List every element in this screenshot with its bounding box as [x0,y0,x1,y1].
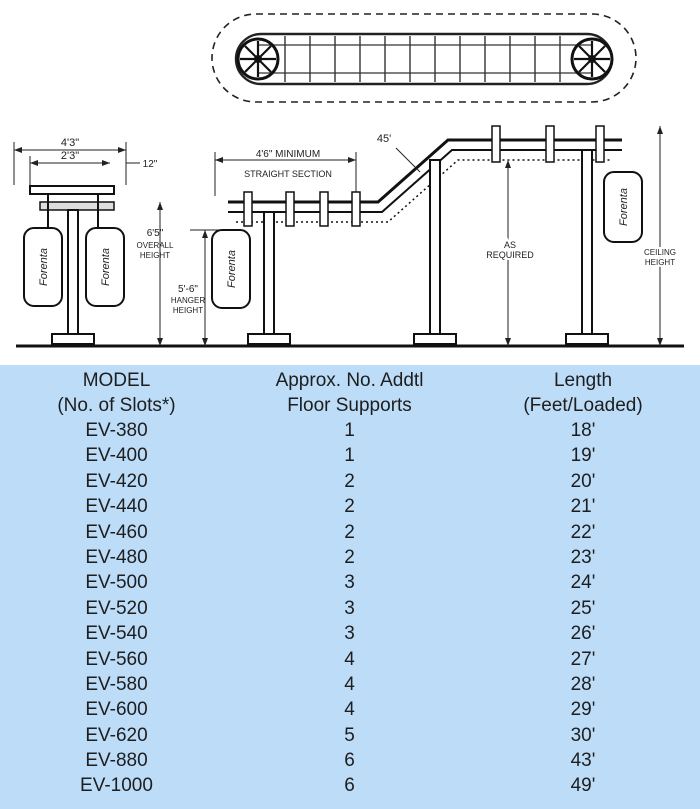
cell-model: EV-520 [85,597,148,619]
cell-length: 30' [570,724,596,746]
cell-length: 25' [570,597,596,619]
cell-floor-supports: 4 [344,673,355,695]
dim-as-required-1: AS [504,240,516,250]
cell-floor-supports: 3 [344,623,355,645]
cell-length: 43' [570,750,596,772]
table-row: EV-500 3 24' [0,570,700,595]
table-row: EV-880 6 43' [0,748,700,773]
cell-model: EV-560 [85,648,148,670]
cell-length: 49' [570,775,596,797]
cell-floor-supports: 4 [344,699,355,721]
dim-overall-height-1: 6'5" [147,228,164,239]
bag-label: Forenta [38,248,50,286]
dim-overall-height-3: HEIGHT [140,251,170,260]
left-wheel-icon [236,37,280,81]
table-row: EV-540 3 26' [0,621,700,646]
dim-as-required-2: REQUIRED [486,250,534,260]
table-row: EV-580 4 28' [0,672,700,697]
cell-floor-supports: 1 [344,420,355,441]
right-wheel-icon [570,37,614,81]
cell-floor-supports: 2 [344,546,355,568]
cell-model: EV-600 [85,699,148,721]
cell-model: EV-580 [85,673,148,695]
cell-length: 29' [570,699,596,721]
table-row: EV-560 4 27' [0,647,700,672]
dim-overall-height-2: OVERALL [137,241,174,250]
table-row: EV-600 4 29' [0,697,700,722]
table-row: EV-440 2 21' [0,494,700,519]
header-length: Length (Feet/Loaded) [523,370,643,416]
bag-label: Forenta [226,250,238,288]
cell-floor-supports: 6 [344,775,355,797]
table-row: EV-520 3 25' [0,596,700,621]
cell-model: EV-400 [85,445,148,467]
cell-length: 23' [570,546,596,568]
cell-floor-supports: 3 [344,572,355,594]
dim-ceiling-2: HEIGHT [645,258,675,267]
cell-length: 22' [570,521,596,543]
table-row: EV-400 1 19' [0,443,700,468]
cell-model: EV-620 [85,724,148,746]
cell-length: 19' [570,445,596,467]
cell-model: EV-460 [85,521,148,543]
dim-ceiling-1: CEILING [644,248,676,257]
dim-width-total: 4'3" [61,137,79,149]
bag-label: Forenta [100,248,112,286]
cell-length: 24' [570,572,596,594]
table-header: MODEL (No. of Slots*) Approx. No. Addtl … [0,365,700,418]
cell-length: 28' [570,673,596,695]
cell-model: EV-480 [85,546,148,568]
cell-length: 26' [570,623,596,645]
cell-model: EV-1000 [80,775,153,797]
cell-model: EV-880 [85,750,148,772]
cell-length: 18' [570,420,596,441]
dim-hanger-height-1: 5'-6" [178,284,198,295]
cell-model: EV-420 [85,470,148,492]
bag-label: Forenta [618,188,630,226]
table-row: EV-620 5 30' [0,723,700,748]
cell-length: 20' [570,470,596,492]
spec-table: MODEL (No. of Slots*) Approx. No. Addtl … [0,365,700,809]
cell-model: EV-380 [85,420,148,441]
dim-min-straight-2: STRAIGHT SECTION [244,169,332,179]
cell-model: EV-500 [85,572,148,594]
dim-hanger-height-3: HEIGHT [173,306,203,315]
cell-floor-supports: 5 [344,724,355,746]
cell-floor-supports: 2 [344,470,355,492]
dim-offset: 12" [143,159,158,170]
conveyor-diagram: 4'3" 2'3" 12" 4'6" MINIMUM STRAIGHT SECT… [0,0,700,365]
cell-floor-supports: 2 [344,496,355,518]
cell-model: EV-540 [85,623,148,645]
dim-angle: 45' [377,133,391,145]
cell-model: EV-440 [85,496,148,518]
dim-min-straight: 4'6" MINIMUM [256,149,320,160]
table-row: EV-380 1 18' [0,418,700,443]
header-model: MODEL (No. of Slots*) [57,370,176,416]
cell-floor-supports: 3 [344,597,355,619]
cell-length: 27' [570,648,596,670]
table-row: EV-480 2 23' [0,545,700,570]
end-view [13,142,140,345]
dim-width-inner: 2'3" [61,150,79,162]
side-view-conveyor [211,125,663,346]
dim-hanger-height-2: HANGER [171,296,205,305]
header-floor-supports: Approx. No. Addtl Floor Supports [275,370,424,416]
cell-floor-supports: 4 [344,648,355,670]
cell-floor-supports: 2 [344,521,355,543]
cell-floor-supports: 6 [344,750,355,772]
table-row: EV-1000 6 49' [0,773,700,798]
cell-floor-supports: 1 [344,445,355,467]
cell-length: 21' [570,496,596,518]
table-row: EV-420 2 20' [0,469,700,494]
table-body: EV-380 1 18' EV-400 1 19' EV-420 2 20' EV-440 2 21'… [0,418,700,799]
top-view-loop [211,13,637,103]
table-row: EV-460 2 22' [0,520,700,545]
